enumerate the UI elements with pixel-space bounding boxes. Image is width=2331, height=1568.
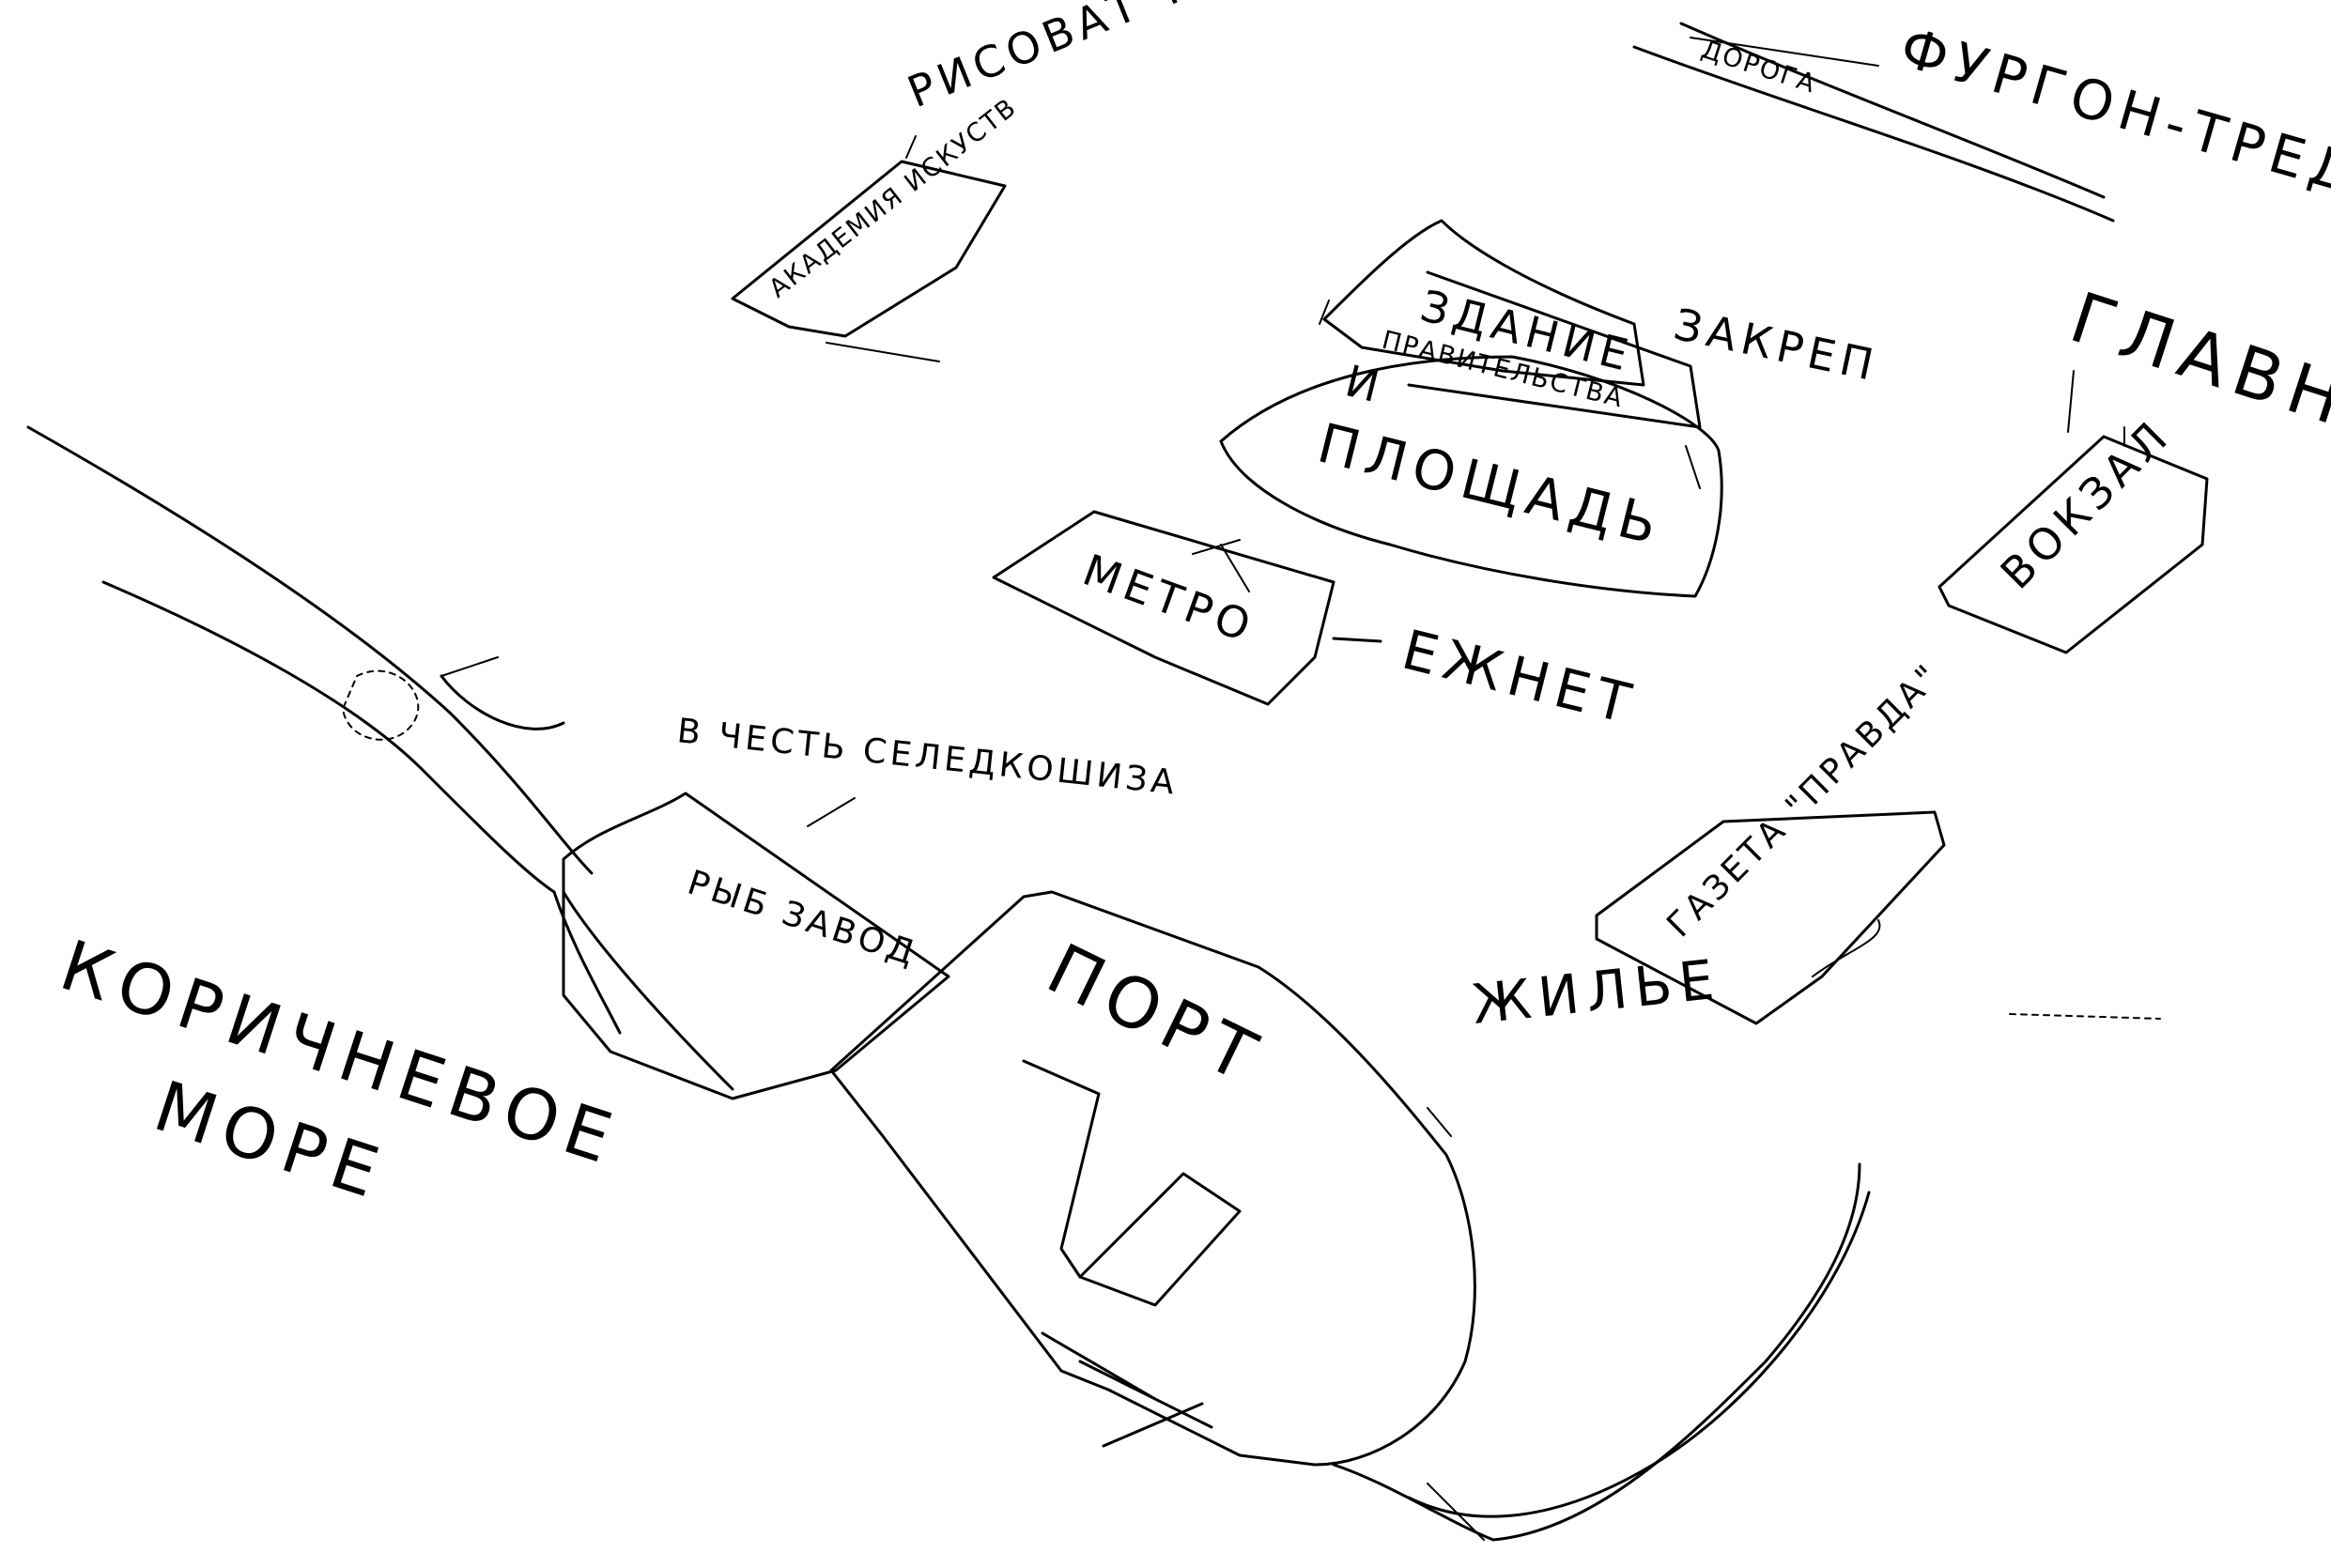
river xyxy=(26,425,734,1091)
housing-label: ЖИЛЬЕ xyxy=(1469,946,1724,1036)
newspaper-label: ГАЗЕТА "ПРАВДА" xyxy=(1659,655,1949,945)
coastline xyxy=(1332,1162,1871,1542)
van-note: ФУРГОН-ТРЕД xyxy=(1893,15,2331,208)
academy-building: АКАДЕМИЯ ИСКУСТВ xyxy=(731,93,1023,362)
fish-plant-label: РЫБ ЗАВОД xyxy=(683,864,922,975)
government-building: ЗДАНИЕ ПРАВИТЕЛЬСТВА И ПЛОЩАДЬ xyxy=(1219,219,1723,598)
government-conjunction: И xyxy=(1340,355,1389,413)
fish-plant-note: В ЧЕСТЬ СЕЛЕДКОШИЗА xyxy=(675,712,1180,803)
main-prefix-label: ГЛАВНАЯ xyxy=(2061,277,2331,479)
metro-label: МЕТРО xyxy=(1076,545,1262,653)
fish-plant-building: РЫБ ЗАВОД xyxy=(562,792,950,1100)
station-building: ВОКЗАЛ xyxy=(1937,370,2209,654)
square-label: ПЛОЩАДЬ xyxy=(1312,411,1671,559)
newspaper-building: ГАЗЕТА "ПРАВДА" xyxy=(1595,655,1949,1025)
government-note: ЗАКРЕП xyxy=(1670,299,1883,392)
edge-mark xyxy=(2009,1013,2161,1020)
academy-label: АКАДЕМИЯ ИСКУСТВ xyxy=(764,93,1023,304)
academy-note: РИСОВАТ ТРЕД xyxy=(901,0,1293,117)
metro-note: ЕЖНЕТ xyxy=(1397,618,1644,738)
port-label: ПОРТ xyxy=(1035,929,1276,1101)
station-label: ВОКЗАЛ xyxy=(1991,409,2181,599)
port-area: ПОРТ xyxy=(829,890,1476,1467)
metro-note-line xyxy=(1332,637,1382,643)
metro-building: МЕТРО xyxy=(992,510,1335,706)
road-label: ДОРОГА xyxy=(1698,35,1820,100)
sea-label: КОРИЧНЕВОЕ МОРЕ xyxy=(51,925,629,1216)
